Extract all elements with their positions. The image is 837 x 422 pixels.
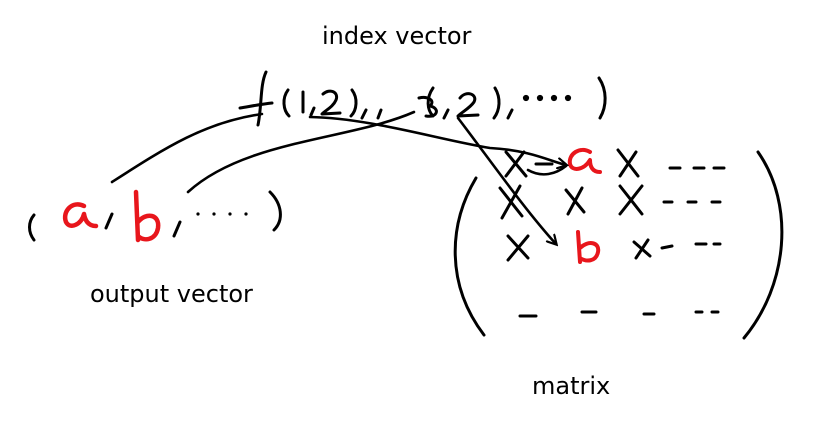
matrix-element-a	[567, 147, 602, 174]
output-close-paren	[268, 190, 282, 232]
index-vector-label: index vector	[322, 22, 472, 50]
matrix	[453, 148, 784, 340]
arrow-a-to-index-1	[110, 112, 264, 184]
matrix-cell-x	[506, 234, 530, 262]
matrix-cell-x	[564, 186, 586, 216]
output-element-a	[62, 202, 99, 229]
matrix-cell-x	[618, 184, 644, 216]
output-open-paren	[28, 213, 36, 242]
matrix-label: matrix	[532, 372, 611, 400]
arrow-b-to-index-2	[186, 110, 416, 194]
index-pair-2-open-paren	[426, 86, 435, 118]
index-pair-1-open-paren	[282, 88, 291, 118]
index-vector	[238, 70, 607, 127]
matrix-cell-x	[616, 148, 640, 178]
matrix-cell-x	[504, 150, 528, 178]
arrow-index-2-to-matrix-b	[456, 116, 556, 244]
output-vector-label: output vector	[90, 280, 253, 308]
matrix-cell-x	[498, 184, 524, 220]
output-element-b	[133, 189, 161, 243]
arrow-index-1-to-matrix-a	[308, 115, 566, 165]
matrix-cell-x	[632, 238, 652, 260]
output-vector	[28, 189, 282, 243]
index-open-brace	[256, 70, 268, 127]
matrix-element-b	[576, 230, 601, 264]
index-close-paren	[597, 76, 607, 120]
matrix-right-bracket	[742, 150, 784, 340]
matrix-left-bracket	[453, 176, 486, 337]
